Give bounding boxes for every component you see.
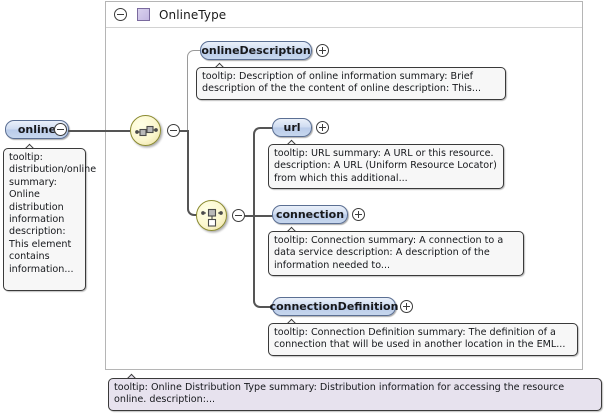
sequence-compositor[interactable] xyxy=(130,115,161,146)
element-label-url: url xyxy=(283,121,301,134)
expand-icon-url[interactable] xyxy=(316,121,329,134)
complex-type-title: OnlineType xyxy=(159,7,227,22)
connector-choice-stub xyxy=(245,214,254,217)
element-label-connection: connection xyxy=(275,208,345,221)
tooltip-text-connection: tooltip: Connection summary: A connectio… xyxy=(274,235,504,271)
tooltip-text-connectiondefinition: tooltip: Connection Definition summary: … xyxy=(274,327,566,351)
tooltip-text-url: tooltip: URL summary: A URL or this reso… xyxy=(274,148,497,184)
collapse-icon-sequence[interactable] xyxy=(167,124,180,137)
collapse-icon-onlinetype[interactable] xyxy=(114,8,127,21)
collapse-icon-choice[interactable] xyxy=(232,209,245,222)
element-node-connection[interactable]: connection xyxy=(272,205,348,224)
connector-sequence-stub xyxy=(180,129,188,132)
tooltip-onlinetype: tooltip: Online Distribution Type summar… xyxy=(108,378,602,411)
element-node-connectiondefinition[interactable]: connectionDefinition xyxy=(269,297,399,316)
collapse-icon-online[interactable] xyxy=(54,123,67,136)
expand-icon-connection[interactable] xyxy=(352,208,365,221)
element-node-url[interactable]: url xyxy=(272,118,312,137)
tooltip-onlinedescription: tooltip: Description of online informati… xyxy=(196,67,506,100)
element-node-online[interactable]: online xyxy=(5,120,69,139)
tooltip-text-online: tooltip: distribution/online summary: On… xyxy=(9,152,97,275)
tooltip-url: tooltip: URL summary: A URL or this reso… xyxy=(268,144,504,189)
element-label-onlinedescription: onlineDescription xyxy=(201,44,311,57)
tooltip-connectiondefinition: tooltip: Connection Definition summary: … xyxy=(268,323,578,356)
sequence-icon xyxy=(135,125,158,137)
complex-type-header: OnlineType xyxy=(106,2,582,28)
expand-icon-connectiondefinition[interactable] xyxy=(400,300,413,313)
connector-branch-connectiondefinition xyxy=(253,215,268,308)
element-label-online: online xyxy=(17,123,57,136)
connector-branch-url xyxy=(253,127,268,216)
complex-type-icon xyxy=(137,8,150,21)
element-node-onlinedescription[interactable]: onlineDescription xyxy=(200,41,312,60)
tooltip-online: tooltip: distribution/online summary: On… xyxy=(3,148,96,291)
expand-icon-onlinedescription[interactable] xyxy=(316,44,329,57)
choice-compositor[interactable] xyxy=(196,200,227,231)
tooltip-connection: tooltip: Connection summary: A connectio… xyxy=(268,231,524,276)
tooltip-text-onlinetype: tooltip: Online Distribution Type summar… xyxy=(114,382,565,406)
choice-icon xyxy=(201,208,223,227)
connector-online-to-sequence xyxy=(68,129,130,132)
connector-branch-onlinedescription xyxy=(187,50,203,130)
element-label-connectiondefinition: connectionDefinition xyxy=(269,300,399,313)
tooltip-text-onlinedescription: tooltip: Description of online informati… xyxy=(202,71,482,95)
connector-branch-choice xyxy=(187,130,203,216)
